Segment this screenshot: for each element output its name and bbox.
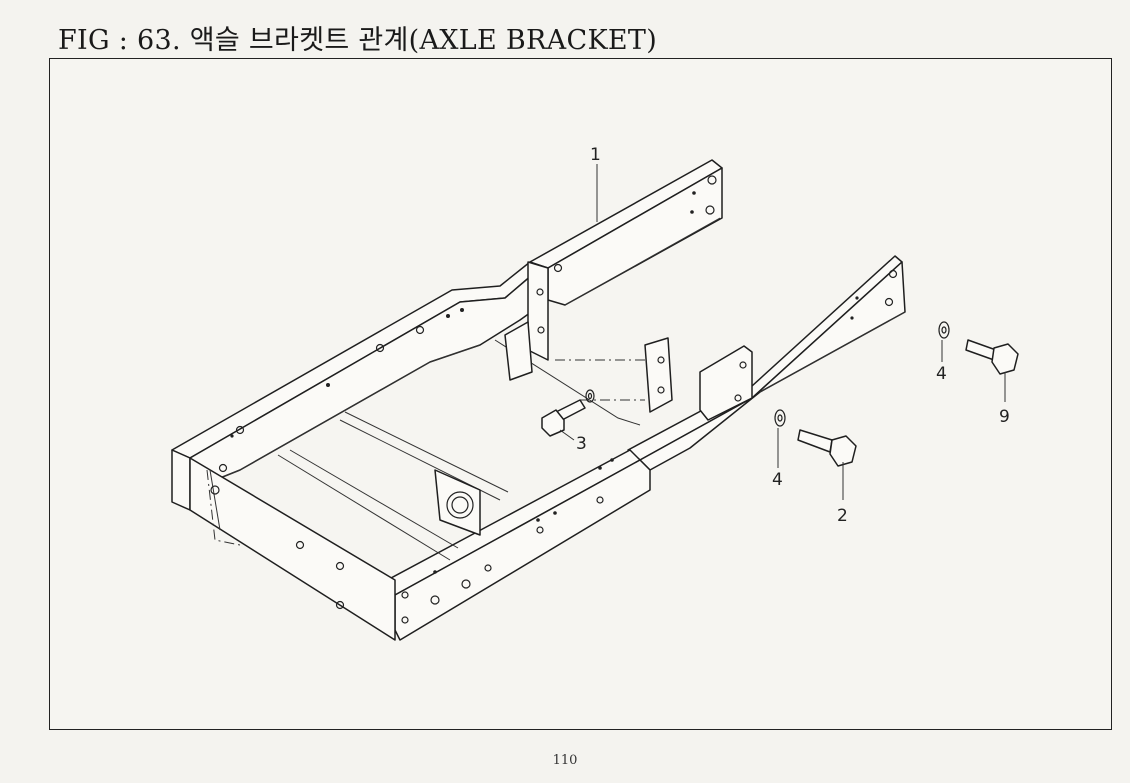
bolt-2-assembly xyxy=(774,409,857,467)
callout-4-lower: 4 xyxy=(772,470,783,490)
rear-rail-extension xyxy=(527,159,723,361)
callout-9: 9 xyxy=(999,407,1010,427)
bolt-3 xyxy=(541,389,595,437)
leader-lines xyxy=(559,164,1006,500)
callout-4-upper: 4 xyxy=(936,364,947,384)
callout-3: 3 xyxy=(576,434,587,454)
bolt-9-assembly xyxy=(938,321,1019,375)
axle-bracket xyxy=(555,337,673,413)
left-rail-holes xyxy=(230,308,464,438)
left-side-rail xyxy=(171,254,549,491)
page-number: 110 xyxy=(552,753,578,768)
right-side-rail xyxy=(627,255,906,471)
callout-2: 2 xyxy=(837,506,848,526)
front-rail xyxy=(377,449,651,641)
front-end-plate xyxy=(171,449,409,641)
callout-1: 1 xyxy=(590,145,601,165)
figure-title: FIG : 63. 액슬 브라켓트 관계(AXLE BRACKET) xyxy=(58,25,658,56)
cross-members xyxy=(277,321,641,561)
